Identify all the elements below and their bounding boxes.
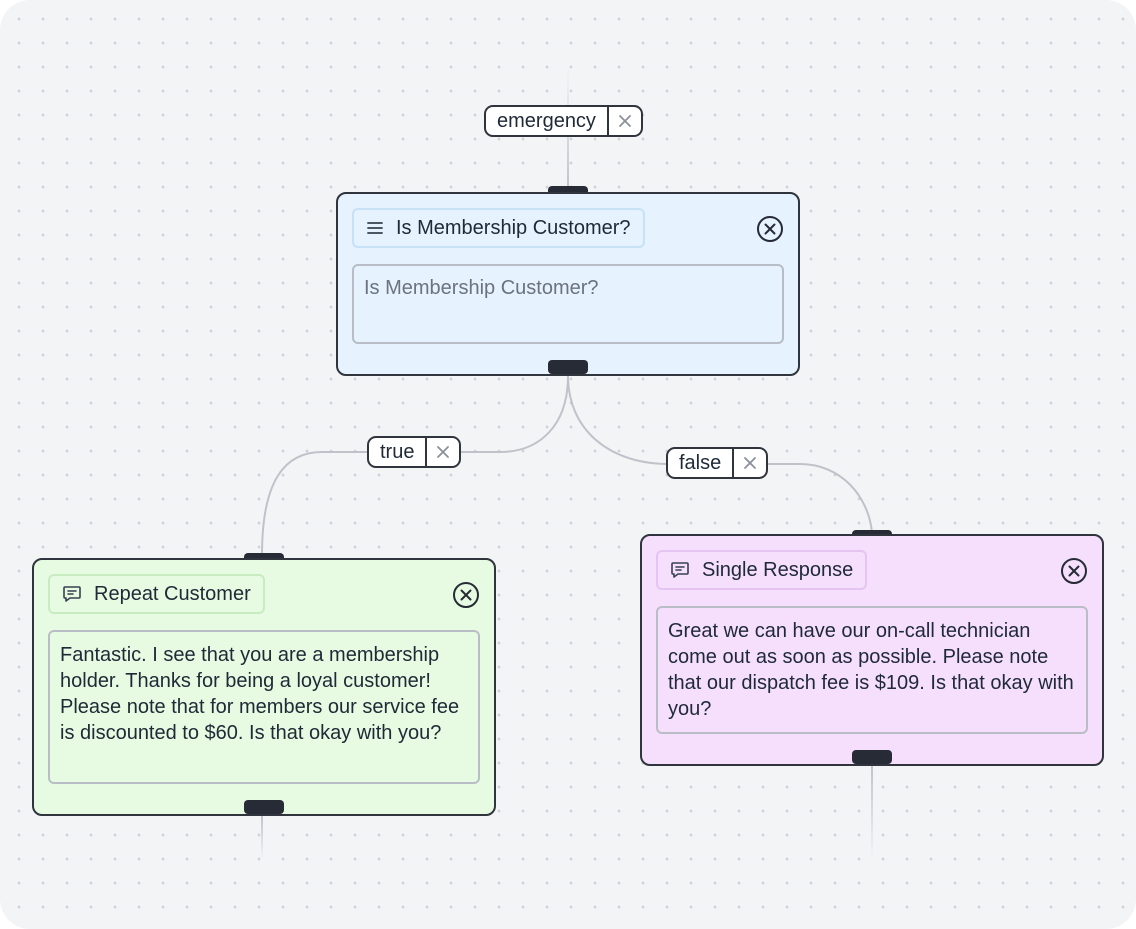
close-x-icon bbox=[744, 457, 757, 469]
node-title-label: Repeat Customer bbox=[94, 582, 251, 605]
message-textarea[interactable]: Great we can have our on-call technician… bbox=[656, 606, 1088, 734]
node-title-label: Single Response bbox=[702, 558, 854, 581]
remove-edge-button[interactable] bbox=[425, 438, 459, 466]
close-x-icon bbox=[437, 446, 450, 458]
remove-edge-button[interactable] bbox=[732, 449, 766, 477]
edge-label-text: false bbox=[679, 451, 722, 474]
edge-label-text: emergency bbox=[497, 109, 596, 132]
node-title[interactable]: Single Response bbox=[656, 550, 868, 590]
edge-outgoing-left bbox=[261, 815, 263, 860]
edge-label-emergency[interactable]: emergency bbox=[484, 105, 643, 137]
condition-input[interactable]: Is Membership Customer? bbox=[352, 264, 784, 344]
edge-label-false[interactable]: false bbox=[666, 447, 769, 479]
chat-bubble-icon bbox=[670, 561, 690, 579]
edge-true bbox=[261, 375, 569, 556]
close-x-icon bbox=[619, 115, 631, 127]
chat-bubble-icon bbox=[62, 585, 82, 603]
node-title[interactable]: Is Membership Customer? bbox=[352, 208, 645, 248]
edge-label-true[interactable]: true bbox=[367, 436, 462, 468]
close-circle-icon[interactable] bbox=[756, 215, 784, 243]
menu-lines-icon bbox=[366, 220, 384, 236]
edge-outgoing-right bbox=[871, 765, 873, 860]
remove-edge-button[interactable] bbox=[606, 107, 641, 135]
output-handle[interactable] bbox=[244, 800, 284, 814]
close-circle-icon[interactable] bbox=[452, 581, 480, 609]
close-circle-icon[interactable] bbox=[1060, 557, 1088, 585]
node-repeat-customer[interactable]: Repeat Customer Fantastic. I see that yo… bbox=[32, 558, 496, 816]
node-single-response[interactable]: Single Response Great we can have our on… bbox=[640, 534, 1104, 766]
node-title-label: Is Membership Customer? bbox=[396, 216, 631, 239]
output-handle[interactable] bbox=[548, 360, 588, 374]
node-is-membership-customer[interactable]: Is Membership Customer? Is Membership Cu… bbox=[336, 192, 800, 376]
node-title[interactable]: Repeat Customer bbox=[48, 574, 265, 614]
output-handle[interactable] bbox=[852, 750, 892, 764]
edge-label-text: true bbox=[380, 440, 415, 463]
message-textarea[interactable]: Fantastic. I see that you are a membersh… bbox=[48, 630, 480, 784]
